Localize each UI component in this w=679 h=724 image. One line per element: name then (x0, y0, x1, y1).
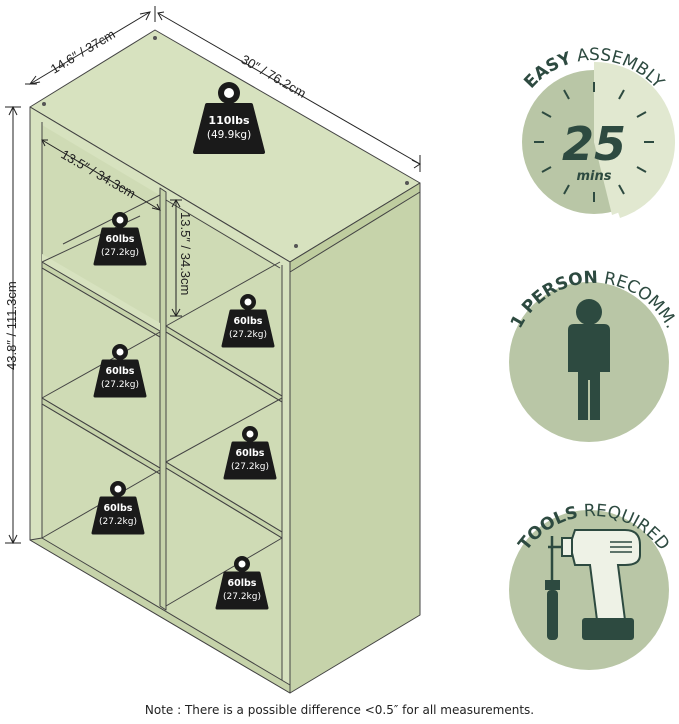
shelf-weight-icon: 60lbs (27.2kg) (91, 479, 145, 535)
shelf-weight-kg: (27.2kg) (101, 380, 139, 390)
shelf-weight-lbs: 60lbs (106, 234, 135, 245)
shelf-weight-lbs: 60lbs (234, 316, 263, 327)
shelf-weight-kg: (27.2kg) (99, 517, 137, 527)
assembly-time: 25 (562, 117, 626, 171)
vertical-divider (159, 187, 167, 611)
height-dimension: 43.8″ / 111.3cm (4, 281, 19, 370)
easy-assembly-badge: 25 mins EASY ASSEMBLY (520, 45, 676, 219)
tools-required-badge: TOOLS REQUIRED (509, 501, 673, 670)
shelf-weight-lbs: 60lbs (104, 503, 133, 514)
shelf-weight-kg: (27.2kg) (223, 592, 261, 602)
shelf-weight-icon: 60lbs (27.2kg) (223, 424, 277, 480)
drill-icon (548, 529, 641, 640)
dimension-lines (5, 6, 421, 545)
clock-ticks-icon (534, 82, 654, 202)
shelf-weight-icon: 60lbs (27.2kg) (93, 342, 147, 398)
shelf-weight-icon: 60lbs (27.2kg) (215, 554, 269, 610)
shelf-weight-icon: 60lbs (27.2kg) (93, 210, 147, 266)
assembly-time-unit: mins (577, 169, 612, 184)
cube-shelf-unit (29, 29, 421, 694)
measurement-note: Note : There is a possible difference <0… (144, 703, 535, 717)
shelf-weight-lbs: 60lbs (228, 578, 257, 589)
top-weight-kg: (49.9kg) (207, 129, 251, 141)
person-icon (568, 299, 610, 420)
top-weight-icon: 110lbs (49.9kg) (193, 80, 265, 154)
shelf-weight-icon: 60lbs (27.2kg) (221, 292, 275, 348)
top-weight-lbs: 110lbs (208, 114, 250, 127)
shelf-weight-kg: (27.2kg) (101, 248, 139, 258)
shelf-weight-lbs: 60lbs (236, 448, 265, 459)
screwdriver-icon (545, 536, 560, 640)
cube-height-dimension: 13.5″ / 34.3cm (178, 212, 193, 295)
shelf-weight-lbs: 60lbs (106, 366, 135, 377)
one-person-badge: 1 PERSON RECOMM. (507, 268, 679, 442)
shelf-weight-kg: (27.2kg) (229, 330, 267, 340)
shelf-weight-kg: (27.2kg) (231, 462, 269, 472)
